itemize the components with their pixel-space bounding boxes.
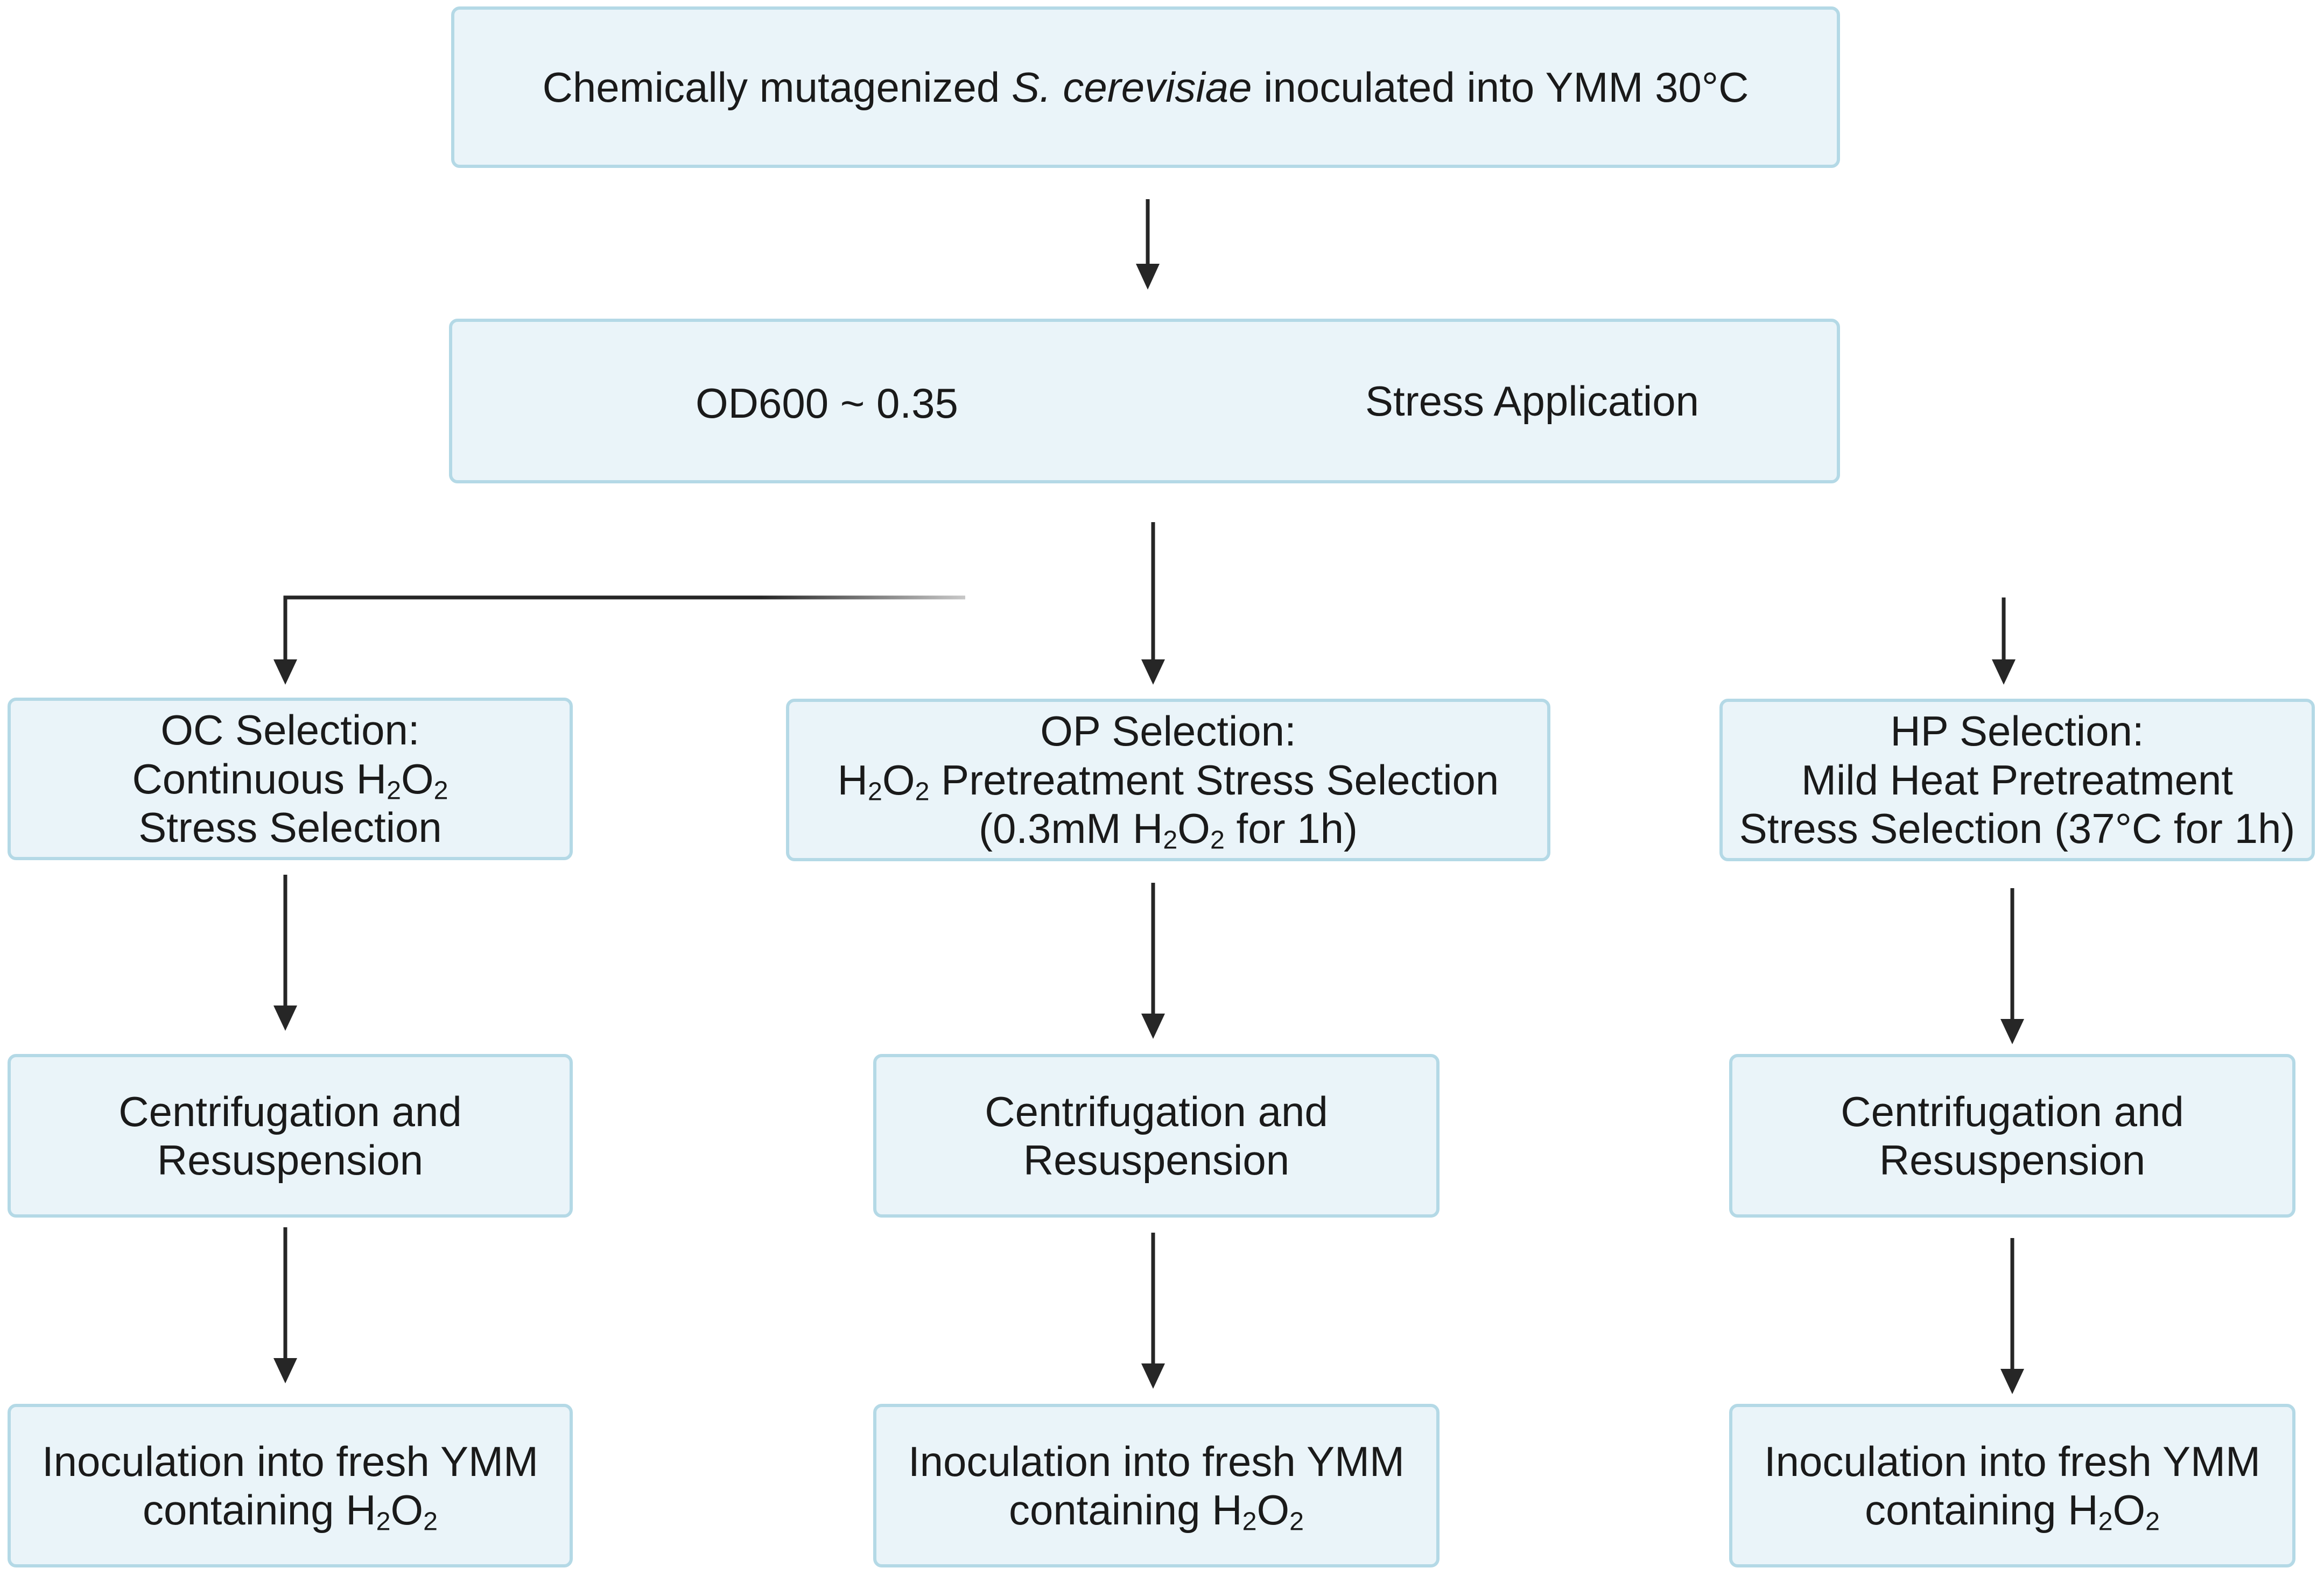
species-name: S. cerevisiae [1011,63,1252,111]
arrow-branch-right [1324,519,2016,685]
hp-selection-box: HP Selection: Mild Heat Pretreatment Str… [1719,699,2315,861]
op-inoc-sub-1: 2 [1242,1507,1257,1536]
start-text-prefix: Chemically mutagenized [542,63,1012,111]
op-centrifugation-line1: Centrifugation and [985,1087,1328,1135]
hp-selection-title: HP Selection: [1890,707,2144,755]
arrow-top-to-od [1136,199,1160,290]
od-label: OD600 ~ 0.35 [696,379,958,427]
hp-centrifugation-line2: Resuspension [1879,1136,2146,1184]
arrow-hp-to-centrifugation [2000,888,2024,1044]
start-box-text: Chemically mutagenized S. cerevisiae ino… [543,63,1749,111]
arrow-branch-left [273,519,966,685]
hp-centrifugation-box: Centrifugation and Resuspension [1729,1054,2295,1218]
oc-selection-line2: Continuous H2O2 [132,755,448,805]
op-inoculation-line1: Inoculation into fresh YMM [908,1437,1405,1485]
hp-inoc-mid: O [2112,1486,2146,1534]
hp-inoc-pre: containing H [1864,1486,2098,1534]
op-selection-box: OP Selection: H2O2 Pretreatment Stress S… [786,699,1550,861]
arrow-branch-center [1141,522,1165,685]
op-selection-line2: H2O2 Pretreatment Stress Selection [837,756,1499,806]
hp-inoc-sub-2: 2 [2145,1507,2160,1536]
oc-selection-title: OC Selection: [160,706,420,754]
op-line2-sub-1: 2 [868,777,882,806]
oc-line2-mid: O [401,755,434,803]
op-selection-line3: (0.3mM H2O2 for 1h) [979,804,1358,853]
oc-centrifugation-box: Centrifugation and Resuspension [8,1054,573,1218]
od-stress-box [449,319,1840,483]
oc-inoc-mid: O [390,1486,424,1534]
op-inoculation-box: Inoculation into fresh YMM containing H2… [873,1404,1440,1567]
oc-sub-1: 2 [387,776,401,805]
op-line3-pre: (0.3mM H [979,805,1163,853]
hp-inoculation-line1: Inoculation into fresh YMM [1764,1437,2261,1485]
arrow-hp-centrifugation-to-inoculation [2000,1238,2024,1394]
arrow-op-centrifugation-to-inoculation [1141,1233,1165,1389]
oc-inoc-sub-2: 2 [423,1507,438,1536]
op-inoculation-line2: containing H2O2 [1008,1486,1304,1536]
hp-selection-line3: Stress Selection (37°C for 1h) [1739,805,2295,853]
arrow-oc-centrifugation-to-inoculation [273,1227,297,1383]
hp-centrifugation-line1: Centrifugation and [1841,1087,2184,1135]
hp-inoc-sub-1: 2 [2098,1507,2113,1536]
start-box: Chemically mutagenized S. cerevisiae ino… [451,6,1840,168]
op-centrifugation-line2: Resuspension [1023,1136,1290,1184]
oc-sub-2: 2 [433,776,448,805]
op-line3-mid: O [1177,805,1210,853]
op-centrifugation-box: Centrifugation and Resuspension [873,1054,1440,1218]
op-line3-sub-1: 2 [1163,825,1178,855]
oc-inoculation-line2: containing H2O2 [142,1486,438,1536]
arrow-oc-to-centrifugation [273,875,297,1031]
oc-selection-line3: Stress Selection [138,804,442,852]
op-inoc-mid: O [1256,1486,1290,1534]
stress-application-label: Stress Application [1365,377,1700,425]
start-text-suffix: inoculated into YMM 30°C [1252,63,1749,111]
op-line2-sub-2: 2 [915,777,930,806]
op-line2-mid: O [882,756,915,804]
oc-inoc-sub-1: 2 [376,1507,391,1536]
oc-selection-box: OC Selection: Continuous H2O2 Stress Sel… [8,698,573,860]
hp-inoculation-box: Inoculation into fresh YMM containing H2… [1729,1404,2295,1567]
op-selection-title: OP Selection: [1040,707,1296,755]
op-line2-pre: H [837,756,868,804]
oc-centrifugation-line1: Centrifugation and [118,1087,462,1135]
op-line3-post: for 1h) [1224,805,1358,853]
hp-selection-line2: Mild Heat Pretreatment [1801,756,2233,804]
op-inoc-pre: containing H [1008,1486,1242,1534]
op-inoc-sub-2: 2 [1289,1507,1304,1536]
oc-inoc-pre: containing H [142,1486,376,1534]
oc-centrifugation-line2: Resuspension [157,1136,424,1184]
op-line2-post: Pretreatment Stress Selection [929,756,1499,804]
op-line3-sub-2: 2 [1210,825,1225,855]
oc-line2-pre: Continuous H [132,755,387,803]
oc-inoculation-box: Inoculation into fresh YMM containing H2… [8,1404,573,1567]
arrow-op-to-centrifugation [1141,883,1165,1039]
hp-inoculation-line2: containing H2O2 [1864,1486,2160,1536]
oc-inoculation-line1: Inoculation into fresh YMM [41,1437,539,1485]
